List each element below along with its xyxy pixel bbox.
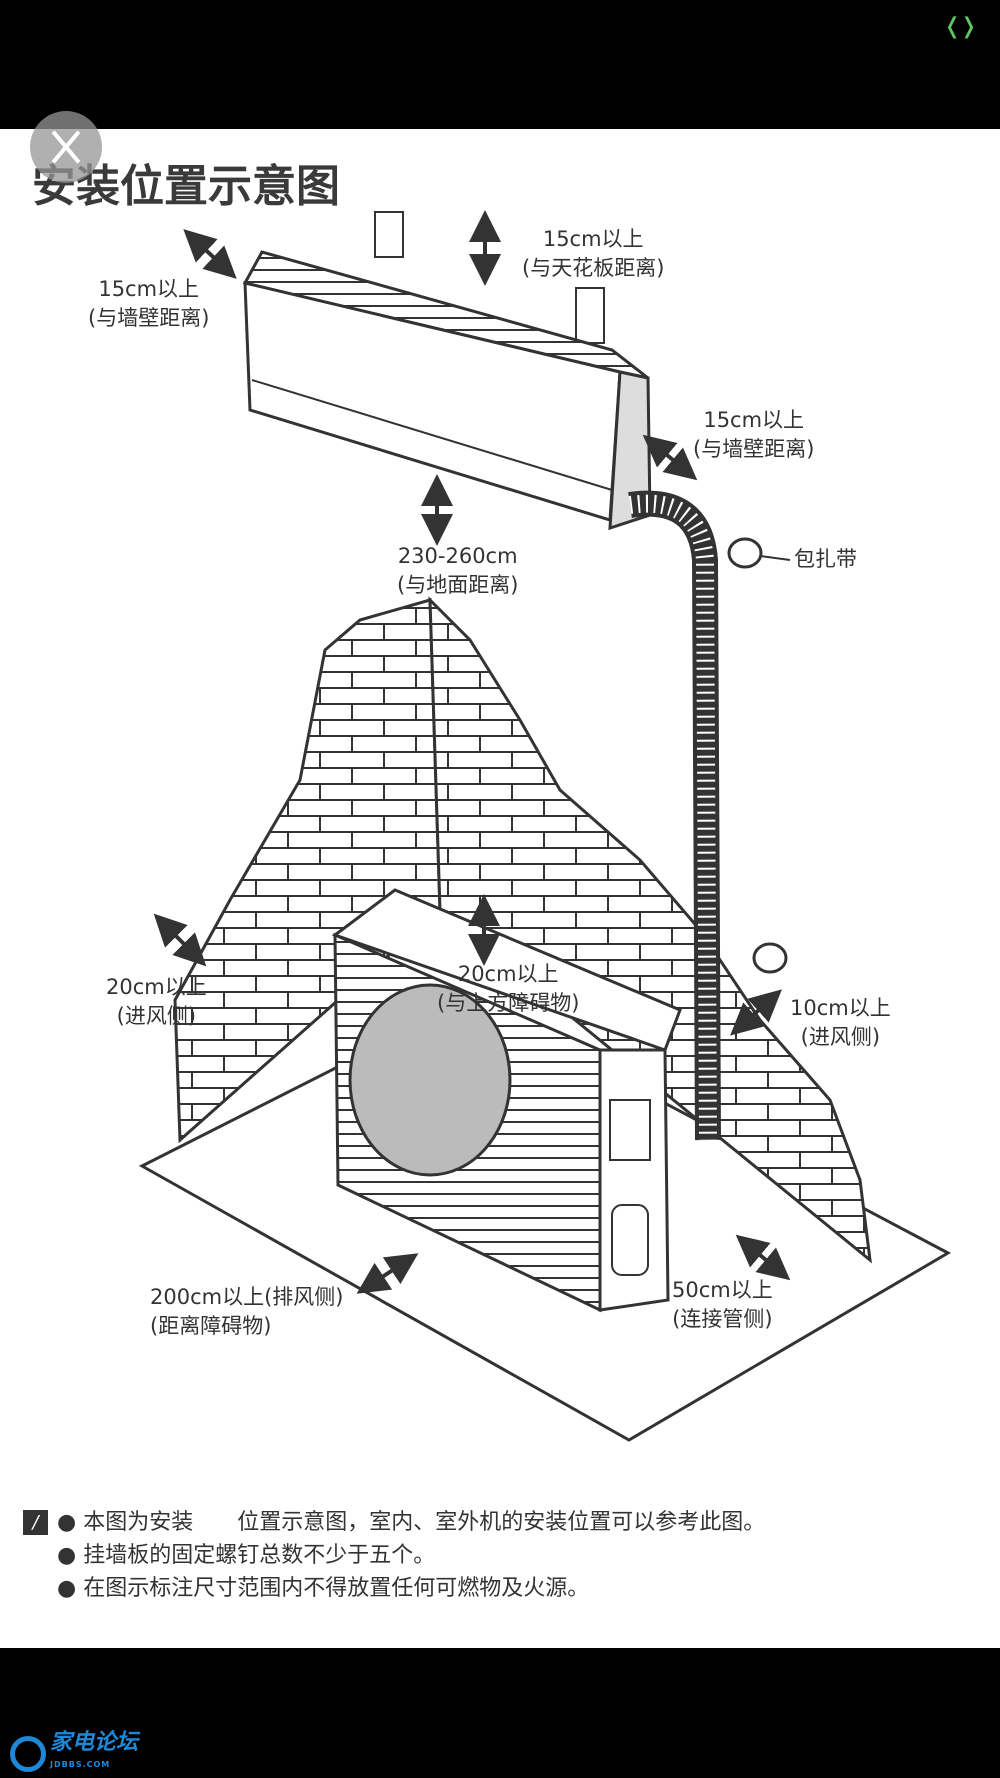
label-value: 20cm以上 (457, 962, 559, 986)
label-outdoor-left-intake: 20cm以上 (进风侧) (106, 973, 207, 1031)
label-value: 50cm以上 (672, 1278, 773, 1302)
tape-roll (727, 537, 763, 569)
notes-section: / ● 本图为安装 位置示意图，室内、室外机的安装位置可以参考此图。 ● 挂墙板… (23, 1506, 765, 1605)
close-icon[interactable] (30, 111, 102, 183)
label-value: 10cm以上 (790, 996, 891, 1020)
note-text: 挂墙板的固定螺钉总数不少于五个。 (83, 1543, 436, 1568)
label-note: (距离障碍物) (150, 1314, 272, 1338)
label-note: (与地面距离) (397, 573, 519, 597)
label-value: 15cm以上 (542, 227, 644, 251)
logo-text: 家电论坛 JDBBS.COM (50, 1732, 138, 1776)
label-outdoor-pipe-side: 50cm以上 (连接管侧) (672, 1276, 773, 1334)
note-item: ● 在图示标注尺寸范围内不得放置任何可燃物及火源。 (57, 1576, 590, 1601)
label-indoor-left-wall: 15cm以上 (与墙壁距离) (88, 275, 209, 333)
label-outdoor-exhaust: 200cm以上(排风侧) (距离障碍物) (150, 1283, 343, 1341)
note-text: 在图示标注尺寸范围内不得放置任何可燃物及火源。 (83, 1576, 590, 1601)
label-note: (与上方障碍物) (437, 991, 580, 1015)
label-outdoor-top: 20cm以上 (与上方障碍物) (437, 960, 579, 1018)
label-indoor-right-wall: 15cm以上 (与墙壁距离) (693, 406, 814, 464)
label-value: 230-260cm (397, 544, 518, 568)
viewer-top-bar: ❬❭ (0, 0, 1000, 129)
tape-roll (752, 942, 788, 974)
label-note: (与墙壁距离) (693, 437, 815, 461)
label-tape: 包扎带 (794, 547, 857, 571)
indoor-unit (242, 211, 652, 531)
label-note: (进风侧) (116, 1004, 197, 1028)
label-indoor-ceiling: 15cm以上 (与天花板距离) (522, 225, 664, 283)
label-indoor-floor: 230-260cm (与地面距离) (397, 542, 518, 600)
label-note: (进风侧) (800, 1025, 881, 1049)
label-value: 200cm以上(排风侧) (150, 1285, 344, 1309)
note-icon: / (23, 1510, 48, 1535)
logo-icon (10, 1736, 46, 1772)
note-item: ● 挂墙板的固定螺钉总数不少于五个。 (57, 1543, 436, 1568)
outdoor-unit (331, 888, 682, 1313)
label-outdoor-right-intake: 10cm以上 (进风侧) (790, 994, 891, 1052)
logo-domain: JDBBS.COM (50, 1760, 111, 1769)
watermark-logo: 家电论坛 JDBBS.COM (10, 1732, 138, 1776)
label-value: 15cm以上 (98, 277, 200, 301)
clearance-arrows (153, 210, 791, 1294)
label-value: 15cm以上 (703, 408, 805, 432)
expand-icon[interactable]: ❬❭ (943, 14, 978, 39)
label-value: 20cm以上 (106, 975, 207, 999)
label-note: (与墙壁距离) (88, 306, 210, 330)
label-note: (连接管侧) (672, 1307, 773, 1331)
viewer-bottom-bar (0, 1648, 1000, 1778)
label-note: (与天花板距离) (522, 256, 665, 280)
logo-name: 家电论坛 (50, 1730, 139, 1755)
note-text: 本图为安装 位置示意图，室内、室外机的安装位置可以参考此图。 (83, 1510, 766, 1535)
right-brick-wall (428, 596, 872, 1264)
note-item: ● 本图为安装 位置示意图，室内、室外机的安装位置可以参考此图。 (57, 1510, 766, 1535)
